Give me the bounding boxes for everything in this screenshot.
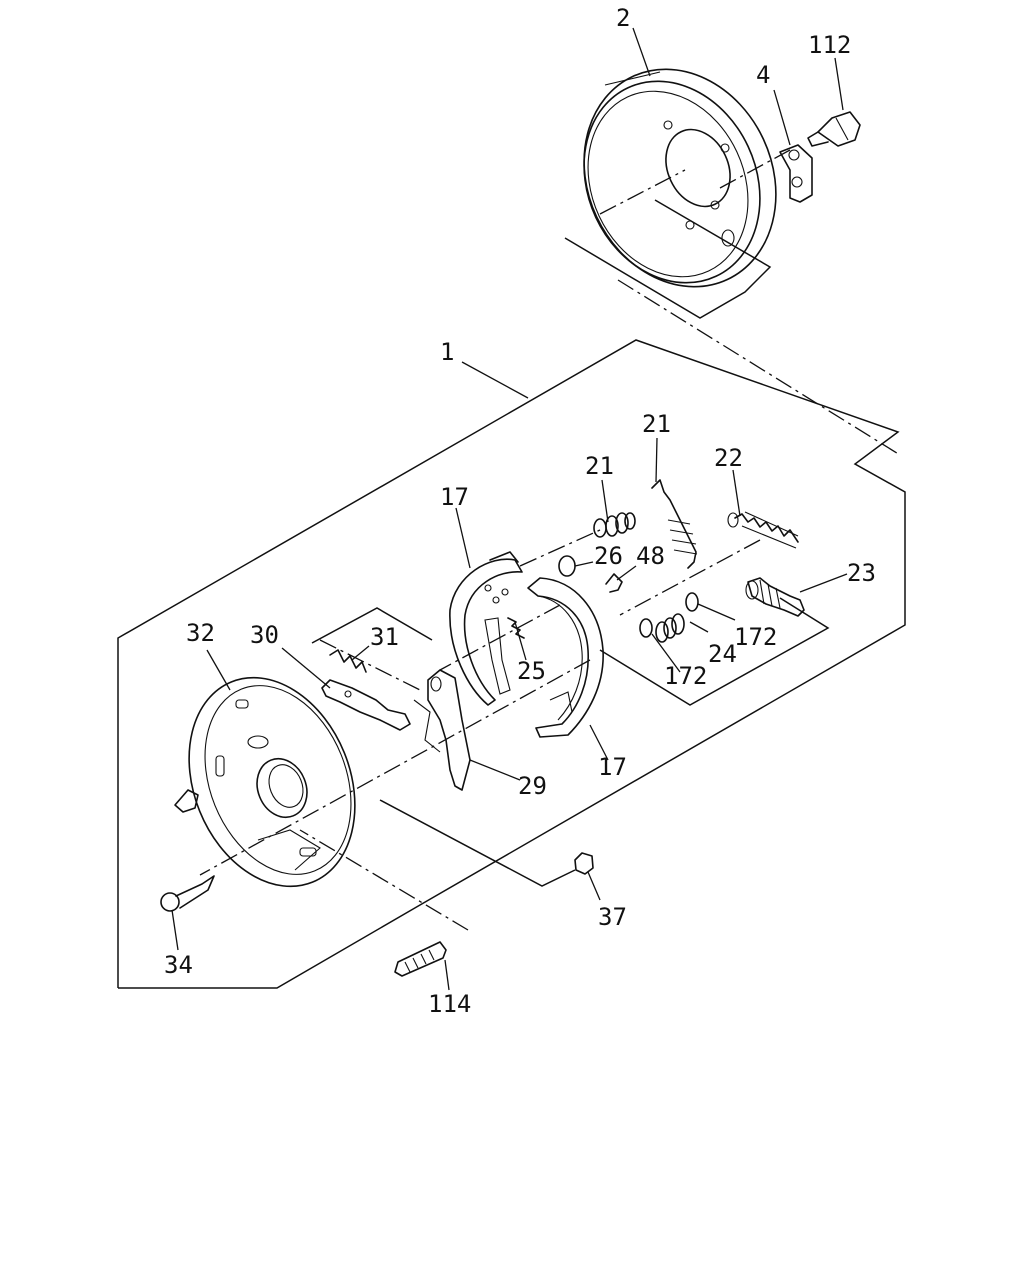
- callout-17-lower[interactable]: 17: [598, 753, 627, 781]
- callout-21-lower[interactable]: 21: [585, 452, 614, 480]
- brake-drum[interactable]: [549, 38, 810, 319]
- washer-26[interactable]: [558, 555, 576, 577]
- spring-31[interactable]: [329, 649, 367, 673]
- callout-21-upper[interactable]: 21: [642, 410, 671, 438]
- callout-23[interactable]: 23: [847, 559, 876, 587]
- callout-2[interactable]: 2: [616, 4, 630, 32]
- drum-bracket[interactable]: [779, 144, 813, 203]
- lever-group-frame: [311, 607, 433, 644]
- callout-25[interactable]: 25: [517, 657, 546, 685]
- backing-plate[interactable]: [159, 653, 385, 912]
- drum-bolt[interactable]: [807, 111, 861, 147]
- callout-37[interactable]: 37: [598, 903, 627, 931]
- leader-lines: [171, 27, 848, 991]
- adjuster-group-frame: [599, 597, 830, 706]
- spring-25[interactable]: [507, 617, 525, 639]
- pin-34[interactable]: [160, 875, 215, 912]
- callout-114[interactable]: 114: [428, 990, 471, 1018]
- adjuster-spring-24[interactable]: [655, 613, 685, 643]
- axis-lines: [199, 149, 901, 931]
- brake-shoe-rear[interactable]: [449, 551, 523, 706]
- callout-labels: 2 4 112 1 21 21 22 17 26 48 23 32 30 31 …: [164, 4, 876, 1018]
- callout-22[interactable]: 22: [714, 444, 743, 472]
- callout-34[interactable]: 34: [164, 951, 193, 979]
- parking-lever-29[interactable]: [413, 669, 471, 791]
- hold-down-spring-upper[interactable]: [651, 479, 698, 569]
- washer-172-a[interactable]: [639, 618, 653, 638]
- callout-48[interactable]: 48: [636, 542, 665, 570]
- callout-172-left[interactable]: 172: [664, 662, 707, 690]
- callout-1[interactable]: 1: [440, 338, 454, 366]
- clip-48[interactable]: [605, 573, 623, 593]
- nut-37[interactable]: [574, 852, 594, 875]
- adjuster-lever-30[interactable]: [321, 679, 411, 731]
- brake-shoe-front[interactable]: [527, 577, 604, 738]
- callout-24[interactable]: 24: [708, 640, 737, 668]
- washer-172-b[interactable]: [685, 592, 699, 612]
- callout-172-right[interactable]: 172: [734, 623, 777, 651]
- callout-31[interactable]: 31: [370, 623, 399, 651]
- adjuster-screw[interactable]: [745, 577, 805, 617]
- hold-down-spring-lower[interactable]: [593, 512, 636, 538]
- callout-30[interactable]: 30: [250, 621, 279, 649]
- stud-114[interactable]: [394, 941, 447, 977]
- nut-group-frame: [379, 799, 576, 887]
- callout-17-upper[interactable]: 17: [440, 483, 469, 511]
- callout-4[interactable]: 4: [756, 61, 770, 89]
- callout-26[interactable]: 26: [594, 542, 623, 570]
- callout-32[interactable]: 32: [186, 619, 215, 647]
- callout-29[interactable]: 29: [518, 772, 547, 800]
- callout-112[interactable]: 112: [808, 31, 851, 59]
- return-spring-22[interactable]: [727, 511, 799, 549]
